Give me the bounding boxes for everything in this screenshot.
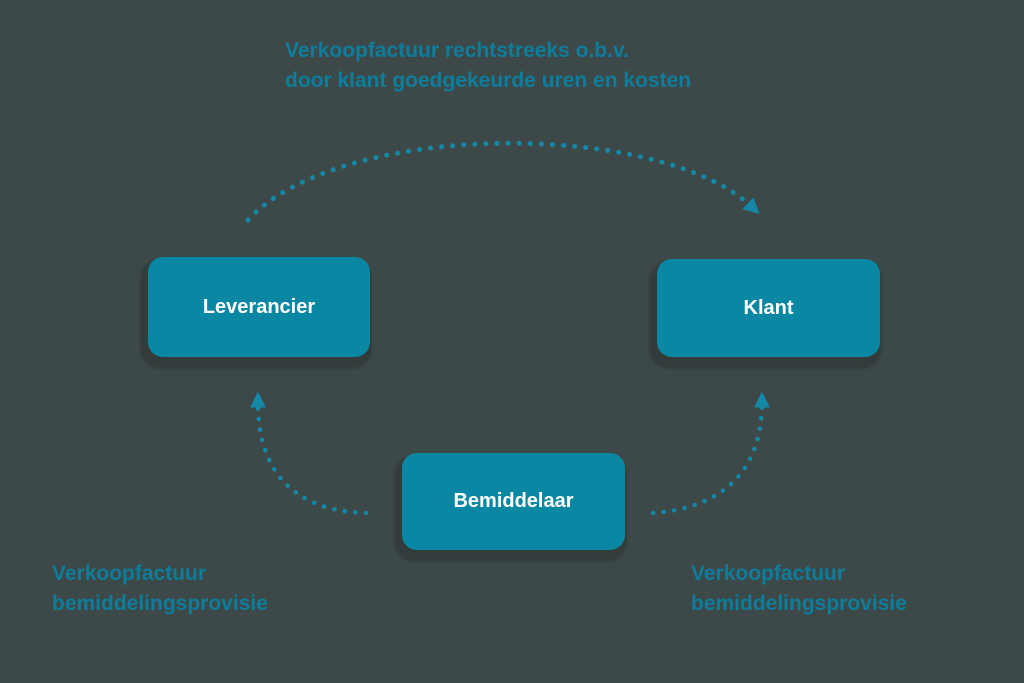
top-annotation-line2: door klant goedgekeurde uren en kosten bbox=[285, 69, 692, 92]
node-klant: Klant bbox=[657, 259, 880, 357]
bottom-right-annotation-line1: Verkoopfactuur bbox=[691, 562, 846, 585]
bottom-left-annotation-line1: Verkoopfactuur bbox=[52, 562, 207, 585]
top-annotation-line1: Verkoopfactuur rechtstreeks o.b.v. bbox=[285, 39, 629, 62]
top-annotation: Verkoopfactuur rechtstreeks o.b.v. door … bbox=[285, 36, 691, 96]
node-leverancier: Leverancier bbox=[148, 257, 370, 357]
node-bemiddelaar: Bemiddelaar bbox=[402, 453, 625, 550]
arrow-leverancier-to-klant bbox=[245, 140, 760, 223]
node-klant-label: Klant bbox=[743, 296, 794, 319]
arrow-bemiddelaar-to-klant bbox=[650, 391, 770, 516]
node-leverancier-label: Leverancier bbox=[202, 295, 316, 318]
arrow-bemiddelaar-to-leverancier bbox=[250, 391, 369, 516]
bottom-left-annotation: Verkoopfactuur bemiddelingsprovisie bbox=[52, 559, 268, 619]
bottom-right-annotation: Verkoopfactuur bemiddelingsprovisie bbox=[691, 559, 907, 619]
bottom-right-annotation-line2: bemiddelingsprovisie bbox=[691, 592, 907, 615]
node-bemiddelaar-label: Bemiddelaar bbox=[453, 490, 574, 512]
bottom-left-annotation-line2: bemiddelingsprovisie bbox=[52, 592, 268, 615]
